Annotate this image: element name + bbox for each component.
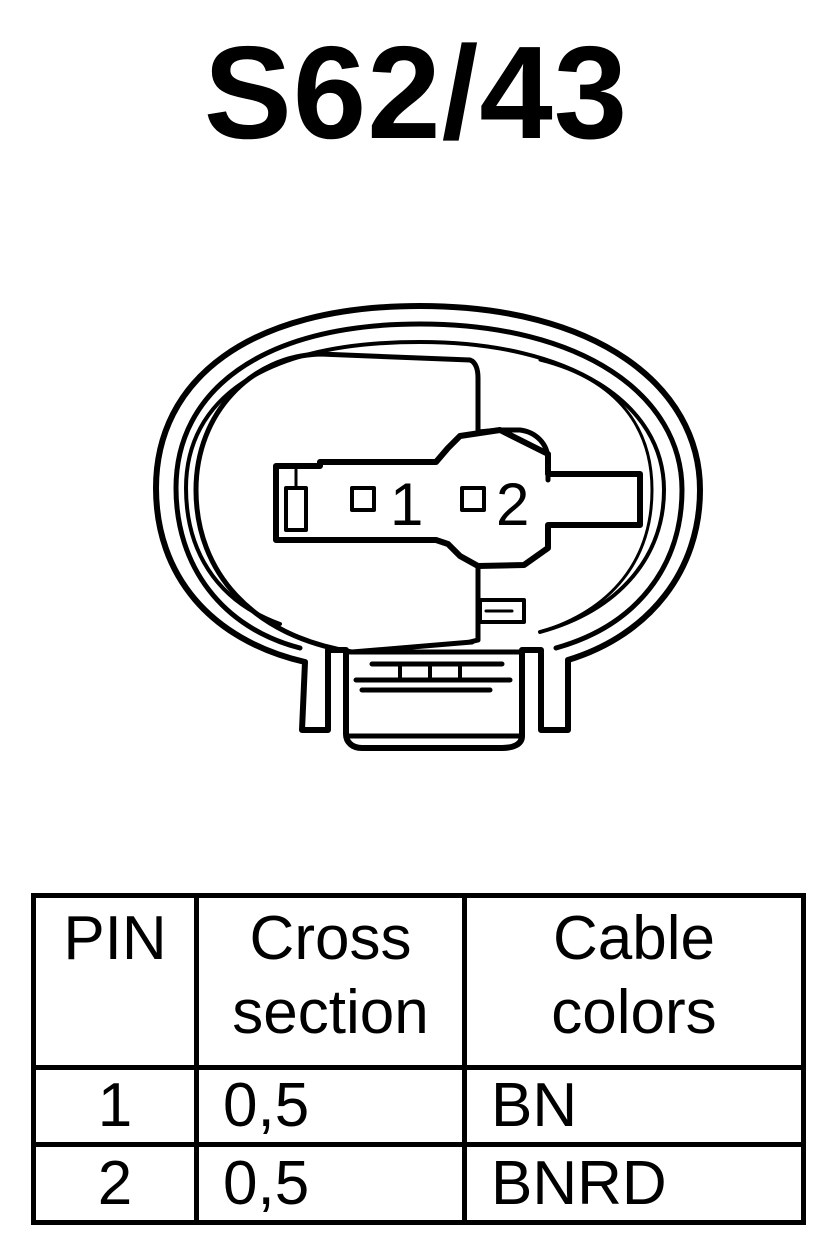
- latch-tab: [478, 598, 526, 624]
- pin-2-label: 2: [496, 471, 529, 538]
- cable-color-cell: BN: [462, 1064, 806, 1148]
- connector-title: S62/43: [203, 19, 629, 166]
- header-cross-section-line1: Cross: [249, 904, 412, 973]
- contact-chamber: [273, 427, 643, 569]
- header-pin-label: PIN: [63, 904, 167, 973]
- cross-section-cell: 0,5: [194, 1142, 467, 1225]
- housing-outer-outline: [153, 303, 703, 751]
- pin-1-label: 1: [390, 471, 423, 538]
- keying-slot: [284, 486, 308, 532]
- pin-assignment-table: PIN Cross section Cable colors 1 0,5 BN …: [31, 893, 806, 1225]
- header-cable-colors: Cable colors: [462, 893, 806, 1070]
- header-cable-colors-line2: colors: [551, 978, 717, 1047]
- pin-2-cavity: [460, 486, 486, 512]
- housing-inner-ring: [173, 321, 685, 651]
- lock-skirt: [343, 649, 523, 739]
- header-cable-colors-line1: Cable: [553, 904, 715, 973]
- header-pin: PIN: [31, 893, 199, 1070]
- header-cross-section: Cross section: [194, 893, 467, 1070]
- contact-carrier: [193, 351, 551, 655]
- cable-color-cell: BNRD: [462, 1142, 806, 1225]
- connector-face-drawing: 1 2: [153, 303, 703, 751]
- header-cross-section-line2: section: [232, 978, 429, 1047]
- table-row: 1 0,5 BN: [31, 1064, 806, 1148]
- pin-cell: 2: [31, 1142, 199, 1225]
- pin-1-cavity: [350, 486, 376, 512]
- seal-ring: [184, 340, 666, 634]
- table-row: 2 0,5 BNRD: [31, 1142, 806, 1225]
- cross-section-cell: 0,5: [194, 1064, 467, 1148]
- pin-cell: 1: [31, 1064, 199, 1148]
- table-header-row: PIN Cross section Cable colors: [31, 893, 806, 1070]
